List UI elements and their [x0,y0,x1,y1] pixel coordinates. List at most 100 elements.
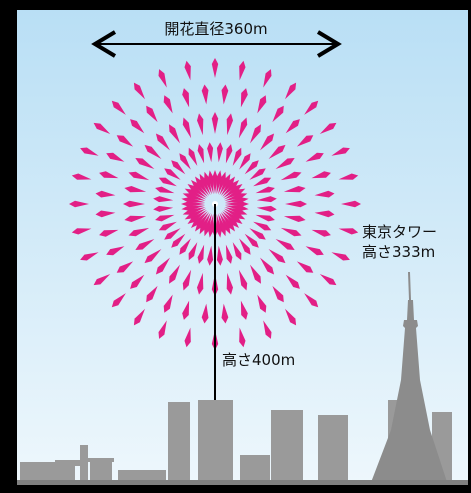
firework-petal [188,242,198,261]
firework-petal [239,238,251,255]
firework-petal [219,212,231,235]
firework-petal [296,135,314,147]
firework-petal [255,186,275,194]
firework-petal [253,221,272,231]
firework-petal [195,176,210,196]
firework-petal [179,238,191,255]
firework-petal [283,186,306,193]
firework-petal [338,173,359,180]
firework-petal [111,100,126,115]
firework-petal [199,173,211,196]
firework-petal [155,186,175,194]
firework-petal [133,308,145,326]
firework-petal [155,257,170,275]
firework-petal [257,95,267,114]
firework-petal [225,144,233,164]
firework-petal [204,171,212,195]
firework-petal [224,205,249,211]
firework-petal [146,285,158,303]
firework-petal [163,95,173,114]
firework-petal [296,261,314,273]
firework-petal [311,171,331,179]
firework-petal [207,142,214,163]
firework-petal [239,60,246,81]
firework-petal [285,308,297,326]
firework-petal [111,293,126,308]
firework-petal [216,142,223,163]
firework-petal [106,246,125,256]
firework-petal [158,320,167,339]
firework-petal [216,170,222,195]
firework-petal [144,249,162,264]
firework-petal [314,190,335,198]
firework-petal [197,144,205,164]
firework-petal [244,160,259,175]
firework-petal [224,207,248,215]
firework-petal [221,303,229,324]
firework-petal [99,229,119,237]
firework-petal [95,210,116,218]
firework-petal [263,320,272,339]
firework-petal [280,171,302,181]
firework-petal [80,252,99,261]
firework-petal [135,239,155,250]
firework-petal [319,274,337,286]
firework-petal [226,113,233,136]
firework-petal [224,193,248,201]
firework-petal [184,208,207,220]
firework-petal [128,171,150,181]
firework-petal [225,244,233,264]
firework-petal [116,261,134,273]
firework-petal [257,294,267,313]
firework-petal [239,153,251,170]
firework-petal [238,117,248,139]
firework-petal [223,184,243,199]
firework-petal [211,112,219,134]
firework-petal [256,205,277,212]
firework-petal [155,133,170,151]
firework-petal [218,171,226,195]
firework-petal [146,105,158,123]
firework-petal [319,122,337,134]
tower-name-label: 東京タワー [362,223,437,241]
firework-petal [280,227,302,237]
firework-petal [285,119,300,134]
firework-petal [116,135,134,147]
firework-petal [285,274,300,289]
firework-petal [124,186,147,193]
firework-petal [249,228,266,240]
firework-petal [341,200,361,208]
firework-petal [304,100,319,115]
firework-petal [218,213,226,237]
firework-petal [208,213,214,238]
firework-petal [305,152,324,162]
firework-petal [182,193,206,201]
firework-petal [305,246,324,256]
firework-petal [211,58,219,78]
diameter-label: 開花直径360m [164,20,267,38]
tower-height-label: 高さ333m [362,243,435,261]
firework-petal [93,274,111,286]
firework-petal [80,147,99,156]
tokyo-tower-icon [370,272,448,485]
firework-petal [158,221,177,231]
firework-petal [256,196,277,203]
firework-petal [263,69,272,88]
firework-petal [197,272,204,295]
firework-petal [223,208,246,220]
firework-petal [71,228,92,235]
firework-petal [153,196,174,203]
firework-petal [171,233,186,248]
firework-petal [338,228,359,235]
firework-petal [220,176,235,196]
firework-petal [331,147,350,156]
firework-petal [184,60,191,81]
firework-petal [106,152,125,162]
firework-petal [220,212,235,232]
firework-petal [331,252,350,261]
firework-petal [128,227,150,237]
firework-petal [216,213,222,238]
firework-petal [71,173,92,180]
firework-petal [123,200,145,208]
firework-petal [182,207,206,215]
